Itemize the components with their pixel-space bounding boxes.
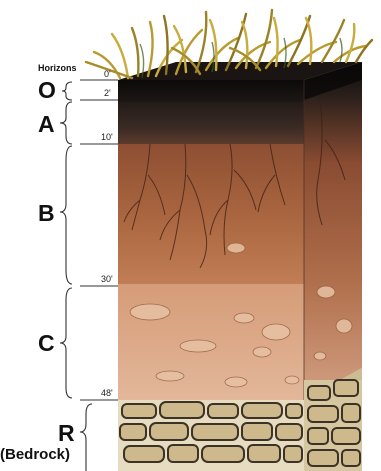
horizon-c-label: C [38,332,55,355]
horizon-r-label: R [58,422,75,445]
horizon-o-label: O [38,79,56,102]
horizons-heading: Horizons [38,63,77,73]
depth-label-48: 48' [101,389,113,398]
depth-label-30: 30' [101,275,113,284]
bedrock-label: (Bedrock) [0,447,70,462]
a-horizon-layer [118,102,304,144]
soil-block-side-face [304,62,362,400]
depth-label-0: 0' [104,70,111,79]
horizon-b-label: B [38,202,55,225]
depth-label-2: 2' [104,89,111,98]
b-horizon-layer [118,144,304,284]
o-horizon-layer [118,80,304,102]
depth-label-10: 10' [101,133,113,142]
horizon-a-label: A [38,113,55,136]
